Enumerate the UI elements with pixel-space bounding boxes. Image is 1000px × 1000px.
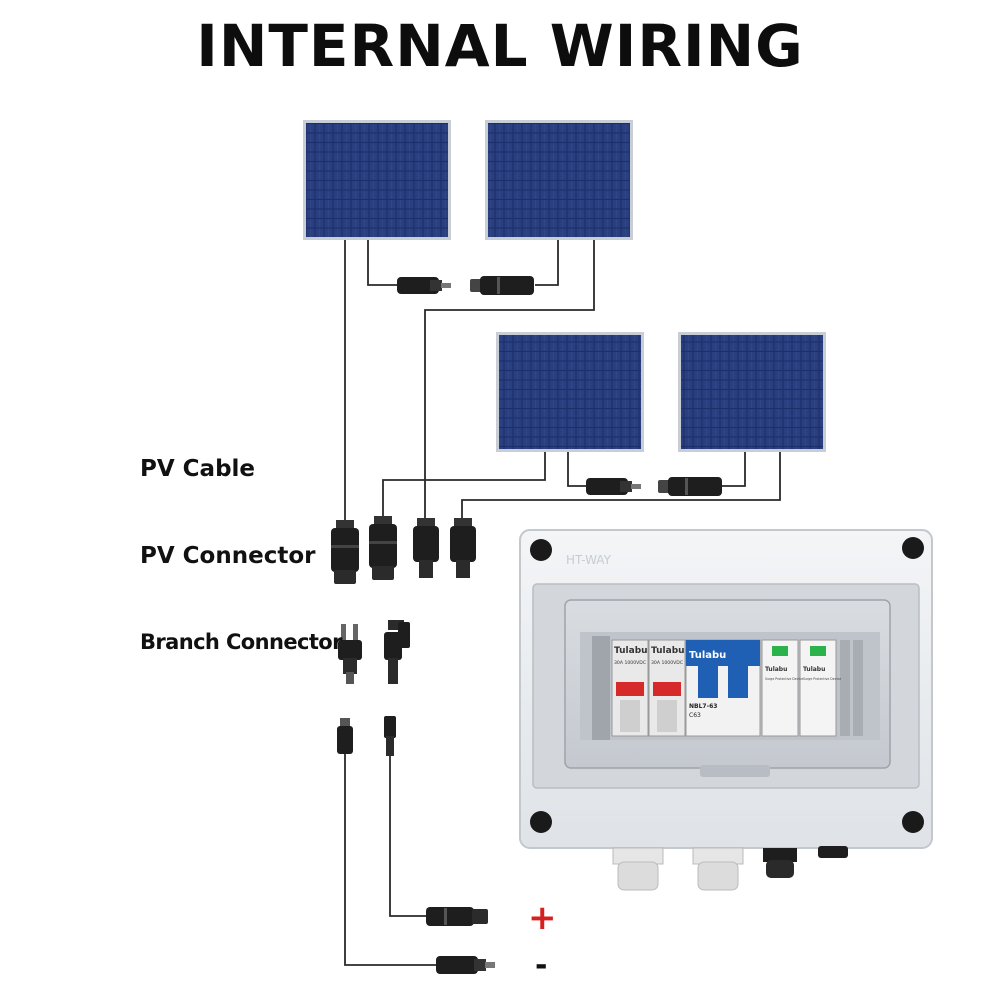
pv-connector-1	[331, 520, 359, 584]
fuse-spec-1: 30A 1000VDC	[614, 660, 646, 666]
pv-connector-4	[450, 518, 476, 578]
fuse-brand-2: Tulabu	[651, 646, 685, 656]
combiner-box	[519, 529, 933, 891]
series-connector-male-1	[470, 276, 534, 295]
solar-panel-4	[678, 332, 826, 452]
breaker-brand: Tulabu	[689, 650, 726, 661]
branch-connector-label: Branch Connector	[140, 630, 342, 654]
series-connector-female-1	[397, 277, 451, 294]
pv-cable-label: PV Cable	[140, 456, 256, 482]
output-connector-2	[384, 716, 396, 756]
page-title: INTERNAL WIRING	[196, 12, 804, 80]
fuse-spec-2: 30A 1000VDC	[651, 660, 683, 666]
spd-type-1: Surge Protective Device	[765, 677, 803, 681]
spd-brand-1: Tulabu	[765, 666, 787, 673]
breaker-rating: C63	[689, 712, 701, 719]
spd-brand-2: Tulabu	[803, 666, 825, 673]
branch-connector-2	[384, 620, 410, 684]
solar-panel-3	[496, 332, 644, 452]
pv-wires	[344, 240, 781, 966]
pv-connector-3	[413, 518, 439, 578]
pv-connector-label: PV Connector	[140, 543, 316, 569]
output-connector-1	[337, 718, 353, 754]
box-lid-text: HT-WAY	[566, 553, 612, 567]
series-connector-male-2	[658, 477, 722, 496]
breaker-model: NBL7-63	[689, 703, 717, 710]
positive-terminal-connector	[426, 907, 488, 926]
positive-sign: +	[528, 898, 557, 938]
negative-sign: -	[535, 948, 548, 983]
branch-connector-1	[338, 624, 362, 684]
solar-panel-2	[485, 120, 633, 240]
solar-panel-1	[303, 120, 451, 240]
fuse-brand-1: Tulabu	[614, 646, 648, 656]
pv-connector-2	[369, 516, 397, 580]
negative-terminal-connector	[436, 956, 495, 974]
spd-type-2: Surge Protective Device	[803, 677, 841, 681]
series-connector-female-2	[586, 478, 641, 495]
